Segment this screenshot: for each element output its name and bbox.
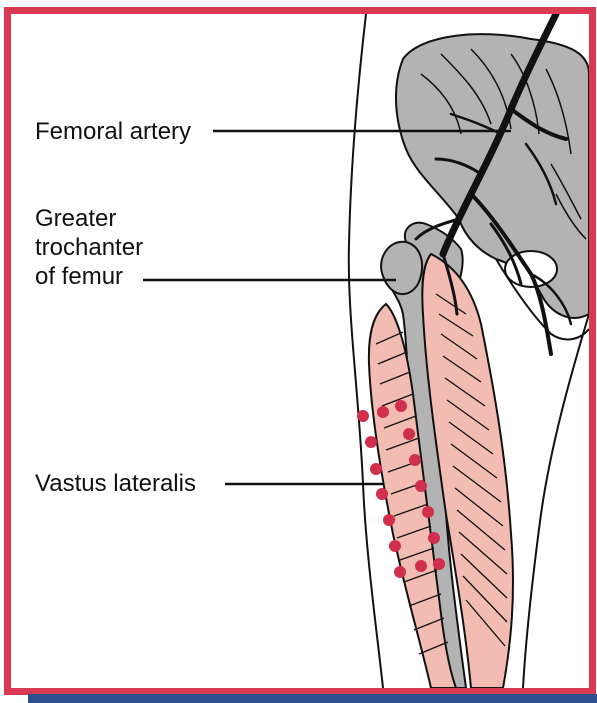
- label-vastus-lateralis: Vastus lateralis: [35, 469, 196, 498]
- injection-site-dot: [403, 428, 415, 440]
- label-greater-trochanter-line-3: of femur: [35, 262, 175, 291]
- injection-site-dot: [428, 532, 440, 544]
- diagram-frame: Femoral artery Greater trochanter of fem…: [4, 7, 596, 695]
- injection-site-dot: [370, 463, 382, 475]
- injection-site-dot: [389, 540, 401, 552]
- label-greater-trochanter-line-1: Greater: [35, 204, 175, 233]
- injection-site-dot: [415, 560, 427, 572]
- label-greater-trochanter-line-2: trochanter: [35, 233, 175, 262]
- label-femoral-artery: Femoral artery: [35, 117, 191, 146]
- leg-outline-right: [523, 314, 589, 688]
- thigh-anatomy-illustration: [11, 14, 589, 688]
- obturator-foramen: [505, 251, 557, 287]
- injection-site-dot: [394, 566, 406, 578]
- bottom-accent-bar: [28, 694, 597, 703]
- injection-site-dot: [409, 454, 421, 466]
- injection-site-dot: [365, 436, 377, 448]
- injection-site-dot: [383, 514, 395, 526]
- injection-site-dot: [376, 488, 388, 500]
- label-greater-trochanter: Greater trochanter of femur: [35, 204, 175, 291]
- injection-site-dot: [415, 480, 427, 492]
- injection-site-dot: [377, 406, 389, 418]
- injection-site-dot: [357, 410, 369, 422]
- injection-site-dot: [395, 400, 407, 412]
- injection-site-dot: [422, 506, 434, 518]
- greater-trochanter-bone: [381, 242, 422, 294]
- injection-site-dot: [433, 558, 445, 570]
